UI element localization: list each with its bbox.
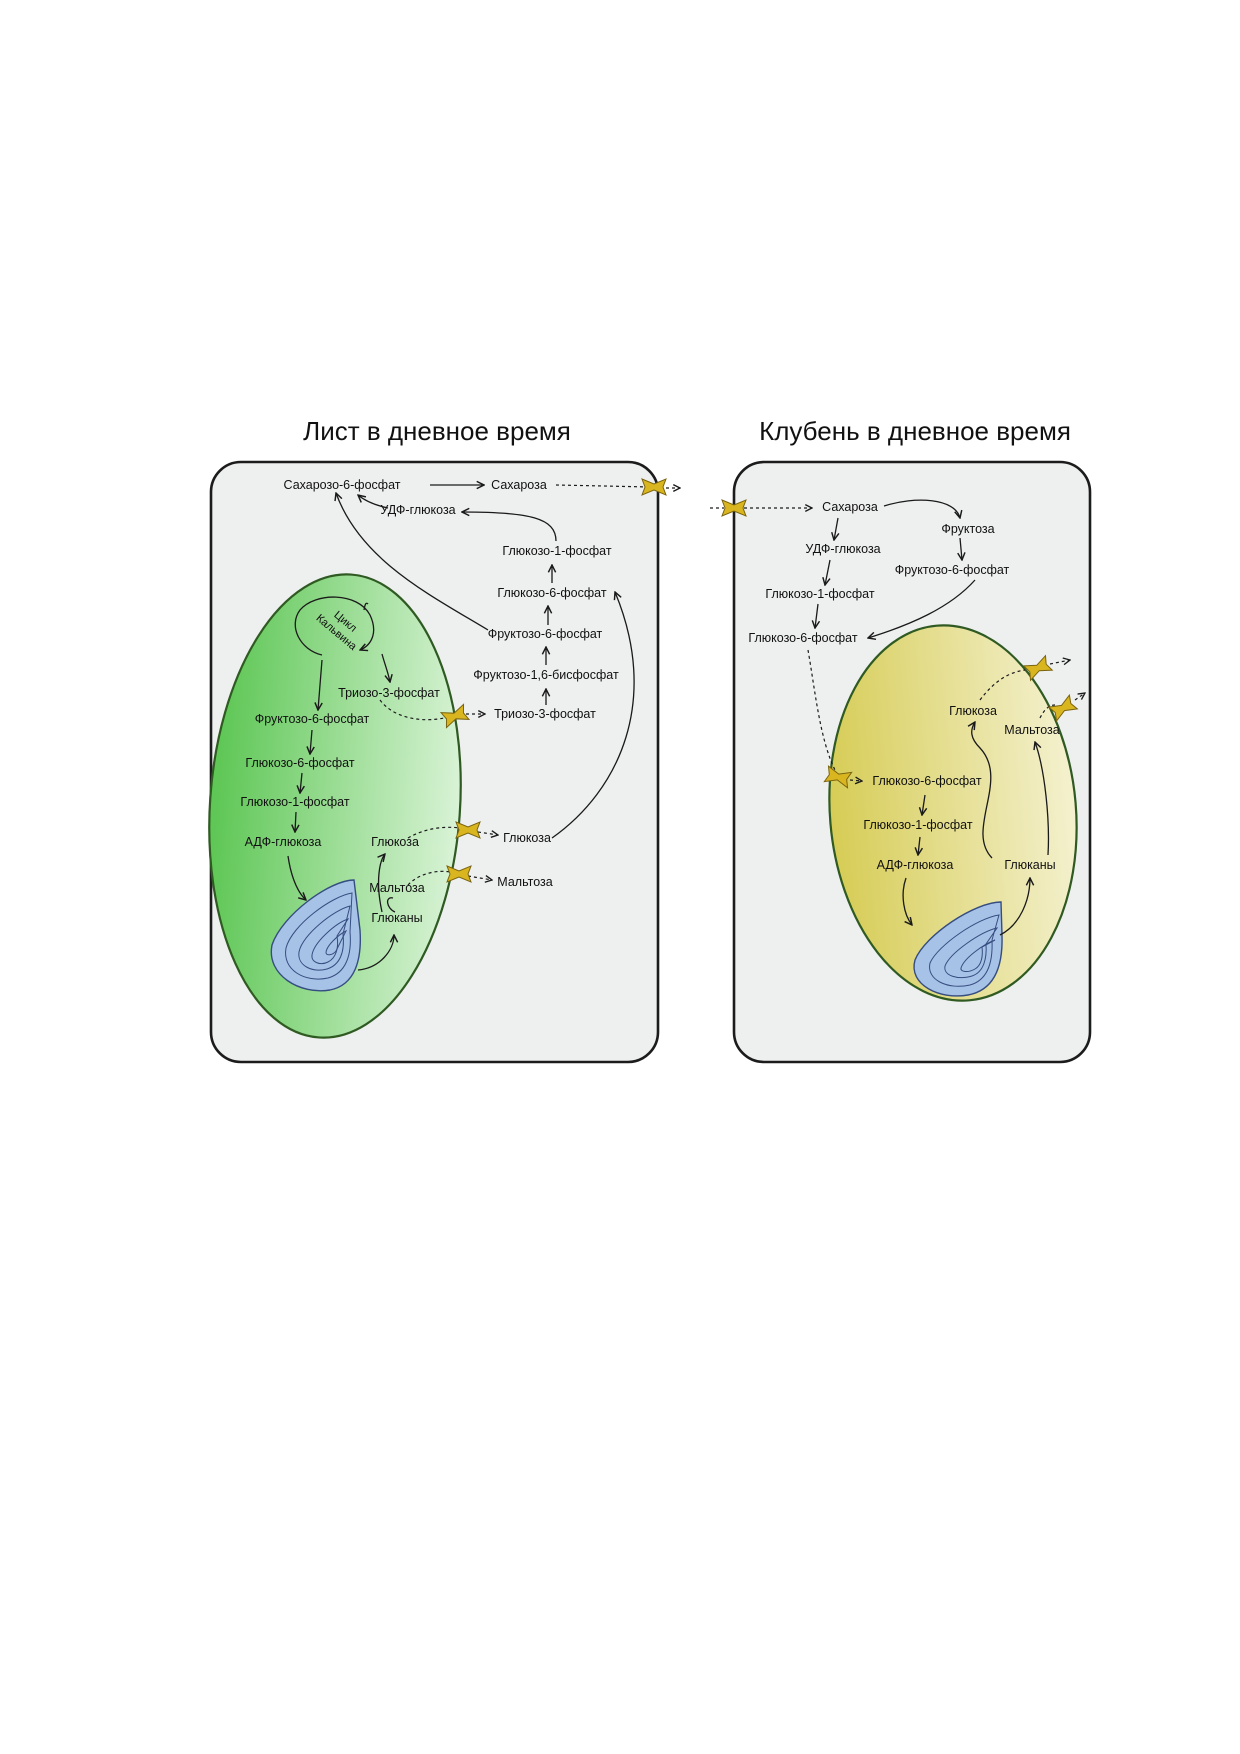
tuber-cell: Сахароза Фруктоза УДФ-глюкоза Фруктозо-6…: [710, 460, 1092, 1064]
tuber-glucose-1-phosphate-amyloplast: Глюкозо-1-фосфат: [863, 818, 972, 832]
tuber-pathway-arrows: [710, 499, 1085, 936]
leaf-triose-phosphate-chloroplast: Триозо-3-фосфат: [338, 686, 440, 700]
leaf-fructose-6-phosphate: Фруктозо-6-фосфат: [488, 627, 603, 641]
leaf-title: Лист в дневное время: [303, 416, 571, 446]
leaf-fructose-bisphosphate: Фруктозо-1,6-бисфосфат: [473, 668, 619, 682]
leaf-glucose-1-phosphate-chloroplast: Глюкозо-1-фосфат: [240, 795, 349, 809]
leaf-maltose-cytosol: Мальтоза: [497, 875, 552, 889]
tuber-glucose-6-phosphate: Глюкозо-6-фосфат: [748, 631, 857, 645]
leaf-cell: Сахарозо-6-фосфат Сахароза УДФ-глюкоза Г…: [208, 460, 680, 1064]
leaf-sucrose: Сахароза: [491, 478, 547, 492]
tuber-glucose-1-phosphate: Глюкозо-1-фосфат: [765, 587, 874, 601]
leaf-glucans: Глюканы: [371, 911, 422, 925]
tuber-title: Клубень в дневное время: [759, 416, 1071, 446]
tuber-glucose-6-phosphate-amyloplast: Глюкозо-6-фосфат: [872, 774, 981, 788]
leaf-fructose-6-phosphate-chloroplast: Фруктозо-6-фосфат: [255, 712, 370, 726]
amyloplast: [828, 624, 1078, 1002]
leaf-glucose-cytosol: Глюкоза: [503, 831, 551, 845]
leaf-triose-phosphate-cytosol: Триозо-3-фосфат: [494, 707, 596, 721]
leaf-udp-glucose: УДФ-глюкоза: [380, 503, 455, 517]
leaf-glucose-6-phosphate-chloroplast: Глюкозо-6-фосфат: [245, 756, 354, 770]
leaf-glucose-6-phosphate: Глюкозо-6-фосфат: [497, 586, 606, 600]
leaf-adp-glucose: АДФ-глюкоза: [245, 835, 322, 849]
tuber-fructose-6-phosphate: Фруктозо-6-фосфат: [895, 563, 1010, 577]
leaf-maltose-chloroplast: Мальтоза: [369, 881, 424, 895]
leaf-glucose-chloroplast: Глюкоза: [371, 835, 419, 849]
tuber-fructose: Фруктоза: [941, 522, 994, 536]
tuber-starch-granule: [913, 901, 1003, 997]
leaf-sucrose-6-phosphate: Сахарозо-6-фосфат: [284, 478, 401, 492]
leaf-glucose-1-phosphate: Глюкозо-1-фосфат: [502, 544, 611, 558]
tuber-udp-glucose: УДФ-глюкоза: [805, 542, 880, 556]
starch-granule: [270, 879, 362, 992]
leaf-pathway-arrows: [287, 485, 680, 971]
tuber-adp-glucose: АДФ-глюкоза: [877, 858, 954, 872]
tuber-sucrose: Сахароза: [822, 500, 878, 514]
chloroplast: [208, 573, 462, 1039]
tuber-maltose: Мальтоза: [1004, 723, 1059, 737]
tuber-glucose: Глюкоза: [949, 704, 997, 718]
tuber-glucans: Глюканы: [1004, 858, 1055, 872]
